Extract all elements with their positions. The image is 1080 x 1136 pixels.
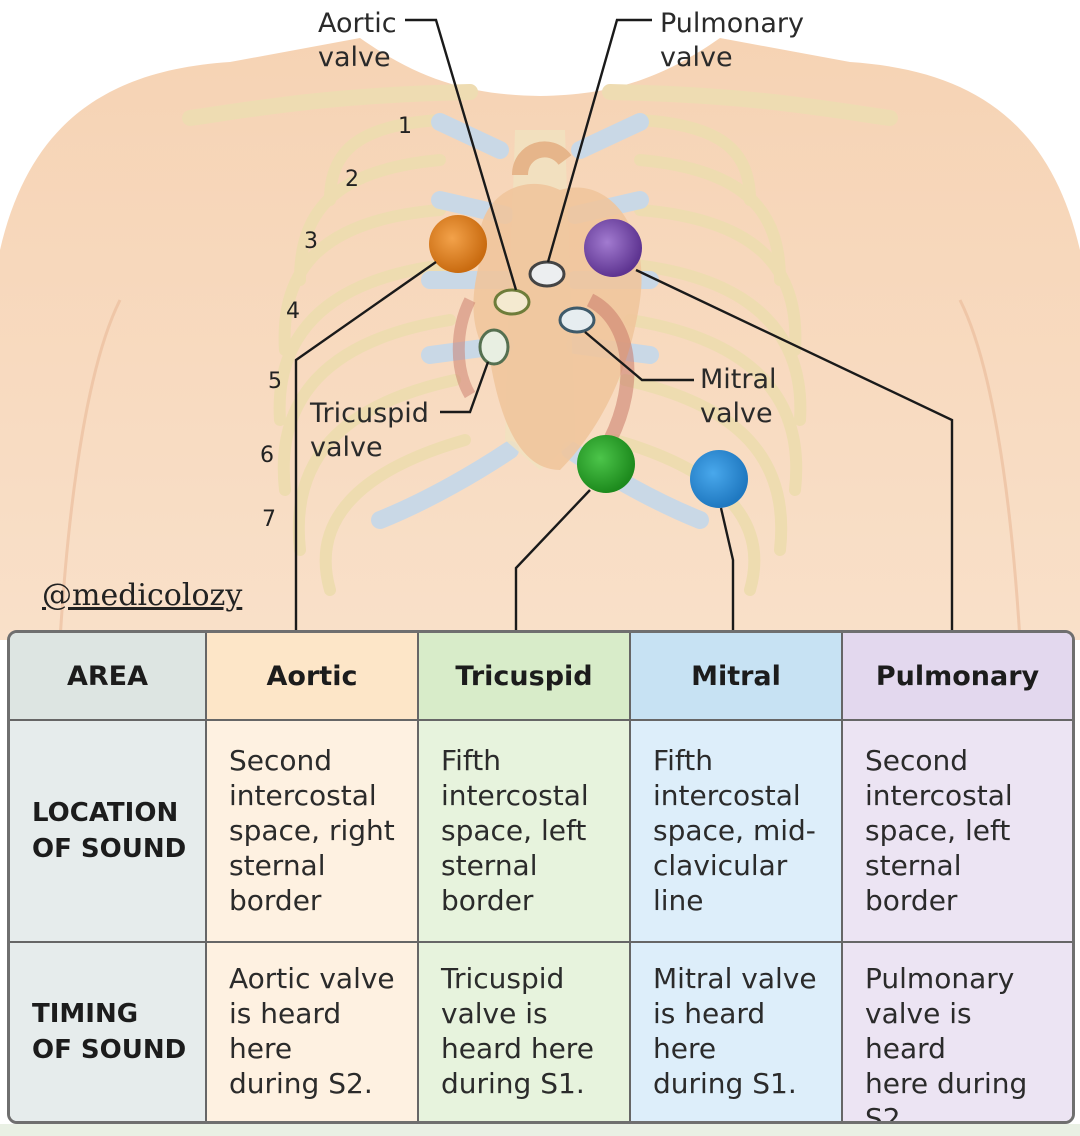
row-label-location-line2: OF SOUND bbox=[32, 834, 187, 864]
rib-number-1: 1 bbox=[398, 114, 412, 139]
row-label-location: LOCATION OF SOUND bbox=[10, 721, 207, 943]
header-aortic: Aortic bbox=[207, 633, 419, 721]
mitral-valve-marker bbox=[558, 306, 596, 334]
leader-lines bbox=[294, 18, 954, 632]
rib-number-7: 7 bbox=[262, 507, 276, 532]
label-mitral-line2: valve bbox=[700, 398, 773, 429]
timing-mitral: Mitral valve is heard here during S1. bbox=[631, 943, 843, 1121]
pulmonary-area-circle bbox=[584, 219, 642, 277]
location-mitral: Fifth intercostal space, mid- clavicular… bbox=[631, 721, 843, 943]
watermark-handle: @medicolozy bbox=[42, 578, 243, 613]
rib-number-3: 3 bbox=[304, 229, 318, 254]
label-aortic-line2: valve bbox=[318, 42, 391, 73]
rib-number-2: 2 bbox=[345, 167, 359, 192]
timing-pulmonary: Pulmonary valve is heard here during S2. bbox=[843, 943, 1072, 1121]
bottom-strip bbox=[0, 1124, 1080, 1136]
pulmonary-valve-marker bbox=[528, 260, 566, 288]
timing-aortic: Aortic valve is heard here during S2. bbox=[207, 943, 419, 1121]
clavicle-left bbox=[182, 84, 478, 126]
rib-number-5: 5 bbox=[268, 369, 282, 394]
row-label-timing-line2: OF SOUND bbox=[32, 1035, 187, 1065]
tricuspid-valve-marker bbox=[478, 328, 510, 366]
location-aortic: Second intercostal space, right sternal … bbox=[207, 721, 419, 943]
chest-illustration: Aortic valve Pulmonary valve Tricuspid v… bbox=[0, 8, 1080, 640]
clavicle-right bbox=[602, 84, 898, 126]
tricuspid-area-circle bbox=[577, 435, 635, 493]
label-pulmonary-line2: valve bbox=[660, 42, 733, 73]
location-tricuspid: Fifth intercostal space, left sternal bo… bbox=[419, 721, 631, 943]
label-tricuspid-line2: valve bbox=[310, 432, 383, 463]
ribs-left bbox=[273, 114, 471, 596]
header-pulmonary: Pulmonary bbox=[843, 633, 1072, 721]
ribs-right bbox=[609, 114, 807, 596]
aortic-area-circle bbox=[429, 215, 487, 273]
label-tricuspid-line1: Tricuspid bbox=[309, 398, 429, 429]
rib-number-6: 6 bbox=[260, 443, 274, 468]
row-label-timing: TIMING OF SOUND bbox=[10, 943, 207, 1121]
aortic-valve-marker bbox=[493, 288, 531, 316]
header-mitral: Mitral bbox=[631, 633, 843, 721]
row-label-location-line1: LOCATION bbox=[32, 798, 179, 828]
location-pulmonary: Second intercostal space, left sternal b… bbox=[843, 721, 1072, 943]
label-aortic-line1: Aortic bbox=[318, 8, 397, 39]
label-pulmonary-line1: Pulmonary bbox=[660, 8, 804, 39]
row-label-timing-line1: TIMING bbox=[32, 999, 139, 1029]
auscultation-table: AREA Aortic Tricuspid Mitral Pulmonary L… bbox=[7, 630, 1075, 1124]
label-mitral-line1: Mitral bbox=[700, 364, 777, 395]
header-tricuspid: Tricuspid bbox=[419, 633, 631, 721]
rib-number-4: 4 bbox=[286, 299, 300, 324]
timing-tricuspid: Tricuspid valve is heard here during S1. bbox=[419, 943, 631, 1121]
mitral-area-circle bbox=[690, 450, 748, 508]
header-area: AREA bbox=[10, 633, 207, 721]
